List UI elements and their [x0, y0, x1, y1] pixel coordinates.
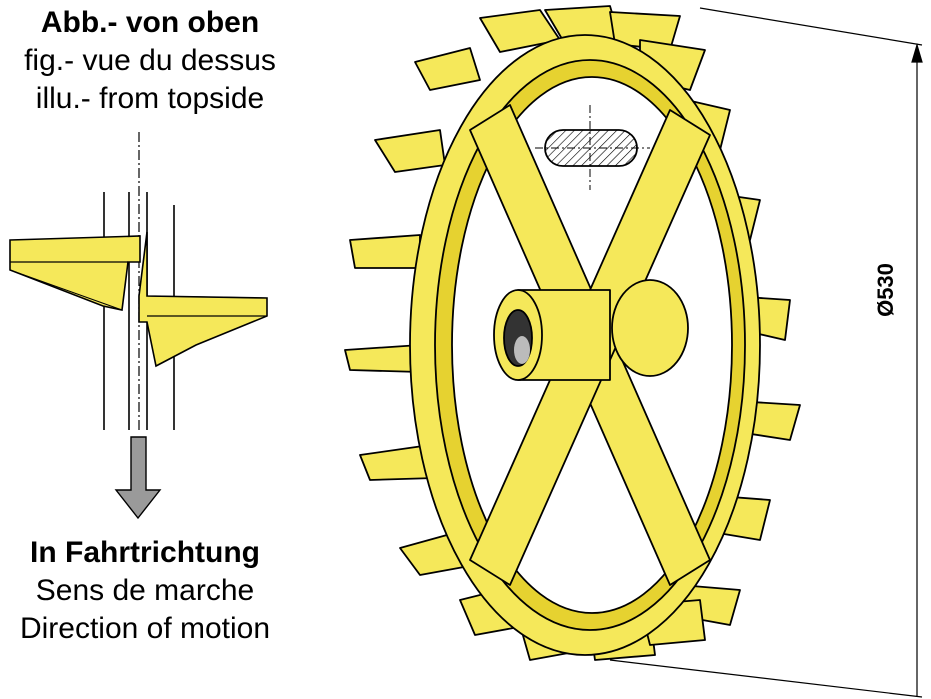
direction-caption: In Fahrtrichtung Sens de marche Directio… [0, 534, 290, 648]
spiked-wheel [344, 5, 801, 661]
shaft-slot [535, 105, 650, 190]
direction-title-en: Direction of motion [19, 612, 271, 645]
direction-title-de: In Fahrtrichtung [30, 536, 260, 569]
top-view-title-fr: fig.- vue du dessus [24, 44, 276, 77]
direction-title-fr: Sens de marche [35, 574, 255, 607]
top-view-detail [9, 132, 268, 430]
wheel-hub [493, 279, 689, 381]
dimension-lines [609, 7, 923, 698]
top-view-title-de: Abb.- von oben [40, 6, 260, 39]
top-view-title-en: illu.- from topside [35, 82, 265, 115]
top-view-caption: Abb.- von oben fig.- vue du dessus illu.… [0, 4, 300, 118]
direction-arrow-icon [114, 436, 162, 520]
